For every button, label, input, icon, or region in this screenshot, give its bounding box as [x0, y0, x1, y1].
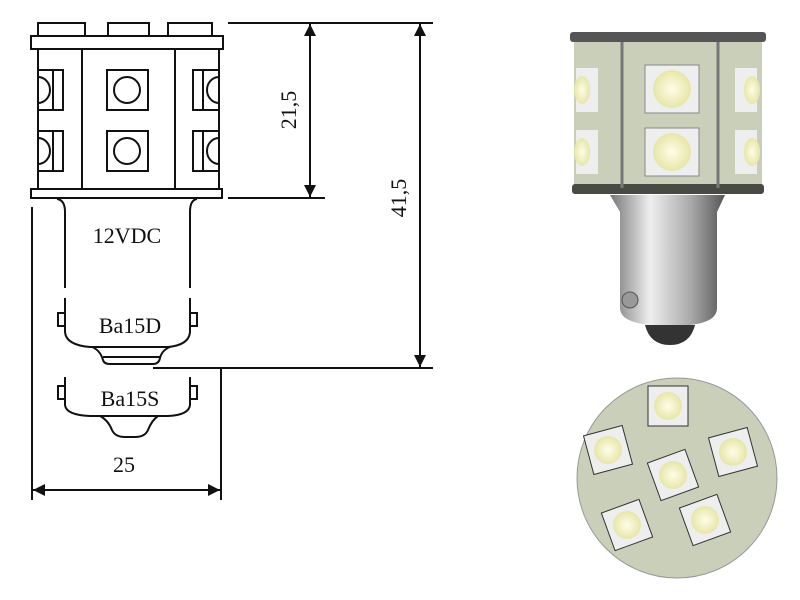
led-side	[37, 69, 220, 172]
led-chip	[647, 385, 689, 427]
led-front	[106, 69, 149, 172]
bulb-side-photo	[570, 32, 766, 345]
base-ba15d	[57, 298, 198, 365]
led-chip	[678, 493, 732, 547]
led-chip	[582, 424, 634, 476]
width-dimension-label: 25	[113, 452, 135, 477]
total-height-label: 41,5	[386, 179, 411, 218]
base-ba15s	[57, 377, 198, 438]
ba15s-label: Ba15S	[101, 386, 160, 411]
head-height-label: 21,5	[276, 91, 301, 130]
voltage-label: 12VDC	[93, 223, 161, 248]
led-chip	[707, 426, 759, 478]
ba15d-label: Ba15D	[99, 313, 161, 338]
led-chip	[600, 498, 654, 552]
bulb-drawing	[30, 22, 224, 438]
led-chip	[646, 448, 700, 502]
dimension-lines	[31, 22, 433, 500]
bulb-top-photo	[576, 377, 778, 579]
